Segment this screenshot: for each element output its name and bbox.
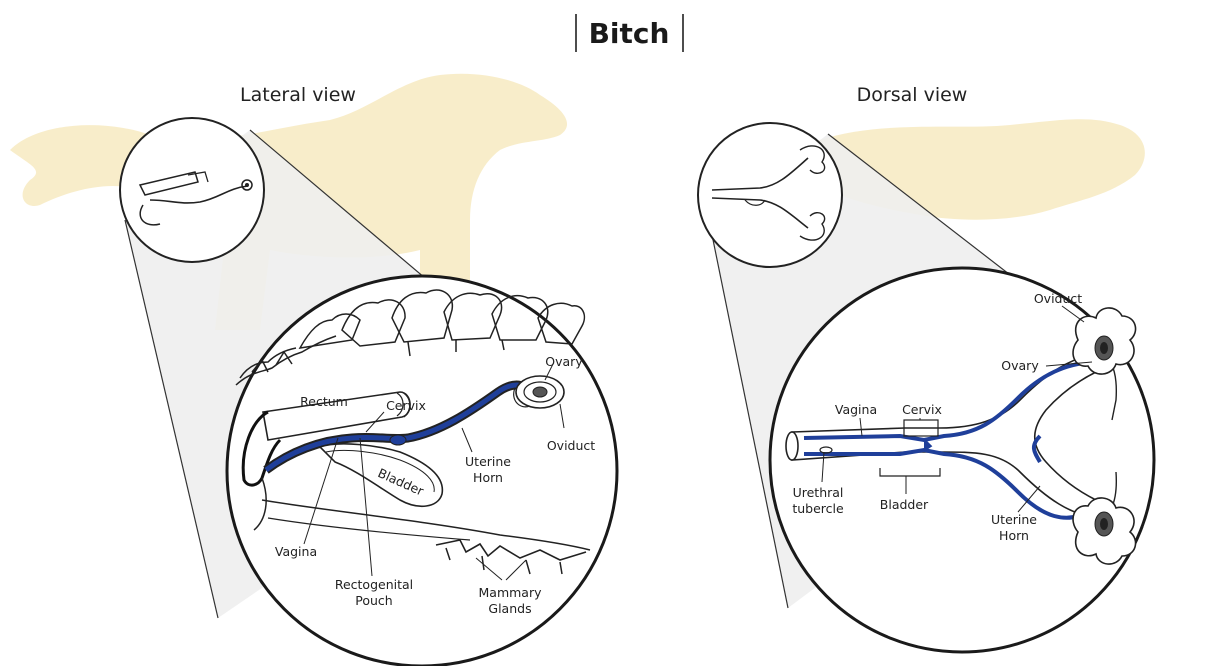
label-urethral-line2: tubercle — [792, 501, 844, 516]
label-uterine-horn-lateral-line2: Horn — [473, 470, 503, 485]
label-ovary-lateral: Ovary — [545, 354, 583, 369]
dorsal-inset-large: Oviduct Ovary Vagina Cervix Urethral tub… — [770, 268, 1154, 652]
label-mammary-line1: Mammary — [479, 585, 543, 600]
dorsal-view-heading: Dorsal view — [857, 84, 968, 106]
label-rectum: Rectum — [300, 394, 348, 409]
label-vagina-lateral: Vagina — [275, 544, 317, 559]
label-uterine-horn-lateral-line1: Uterine — [465, 454, 511, 469]
label-cervix-dorsal: Cervix — [902, 402, 942, 417]
label-ovary-dorsal: Ovary — [1001, 358, 1039, 373]
lateral-inset-small — [120, 118, 264, 262]
label-oviduct-lateral: Oviduct — [547, 438, 595, 453]
ovary-oviduct-dorsal-bottom — [1073, 498, 1136, 564]
dorsal-inset-small — [698, 123, 842, 267]
label-mammary-line2: Glands — [488, 601, 531, 616]
lateral-view-heading: Lateral view — [240, 84, 356, 106]
ovary-oviduct-dorsal-top — [1073, 308, 1136, 374]
label-cervix-lateral: Cervix — [386, 398, 426, 413]
label-bladder-dorsal: Bladder — [880, 497, 929, 512]
label-vagina-dorsal: Vagina — [835, 402, 877, 417]
diagram-title: Bitch — [589, 17, 670, 50]
lateral-inset-large: Rectum Cervix Ovary Oviduct Uterine Horn… — [227, 276, 617, 666]
label-uterine-horn-dorsal-line2: Horn — [999, 528, 1029, 543]
label-uterine-horn-dorsal-line1: Uterine — [991, 512, 1037, 527]
label-urethral-line1: Urethral — [793, 485, 844, 500]
label-rectogenital-line1: Rectogenital — [335, 577, 413, 592]
label-oviduct-dorsal: Oviduct — [1034, 291, 1082, 306]
label-rectogenital-line2: Pouch — [355, 593, 392, 608]
